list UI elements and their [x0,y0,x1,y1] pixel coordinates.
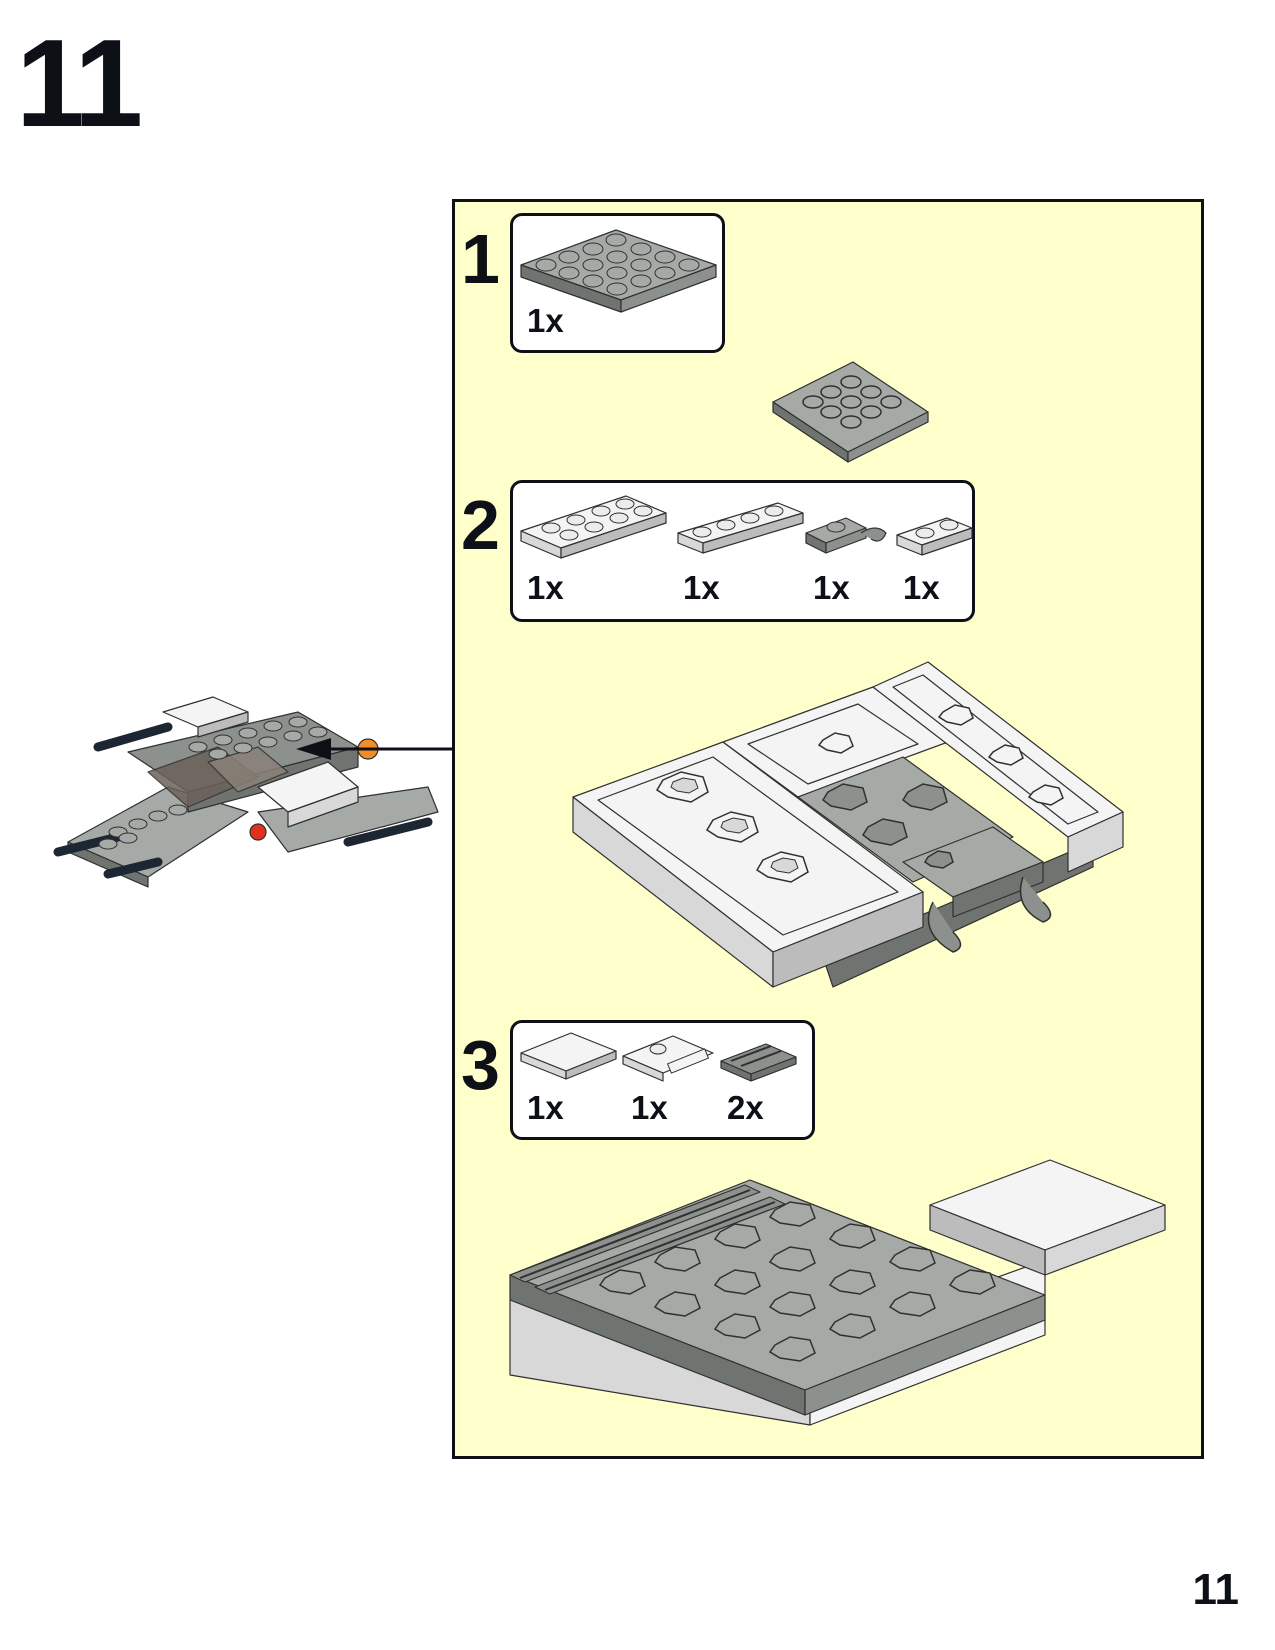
plate-1x4-part-icon [678,503,808,558]
plate-handle-part-icon [623,1031,718,1086]
part-quantity: 1x [527,1091,564,1124]
attach-arrow [276,734,456,764]
part-quantity: 1x [813,571,850,604]
grille-tile-part-icon [721,1039,801,1084]
part-quantity: 1x [527,571,564,604]
step-2-assembly-image [573,632,1133,1012]
step-3-assembly-image [510,1150,1190,1450]
main-model-image [58,692,438,932]
plate-4x4-part-icon [521,220,721,315]
plate-clip-part-icon [806,513,896,563]
plate-2x4-part-icon [521,491,671,561]
step-1-assembly-image [773,362,933,472]
part-quantity: 1x [903,571,940,604]
part-quantity: 1x [683,571,720,604]
plate-1x2-part-icon [897,513,977,563]
part-quantity: 2x [727,1091,764,1124]
page-number: 11 [1192,1568,1239,1612]
sub-step-number: 1 [461,224,500,294]
sub-step-number: 3 [461,1030,500,1100]
parts-callout-step-2: 1x 1x 1x 1x [510,480,975,622]
submodel-panel: 1 1x [452,199,1204,1459]
parts-callout-step-1: 1x [510,213,725,353]
tile-2x2-part-icon [521,1031,621,1081]
part-quantity: 1x [631,1091,668,1124]
parts-callout-step-3: 1x 1x 2x [510,1020,815,1140]
sub-step-number: 2 [461,490,500,560]
step-number: 11 [16,22,139,146]
part-quantity: 1x [527,304,564,337]
